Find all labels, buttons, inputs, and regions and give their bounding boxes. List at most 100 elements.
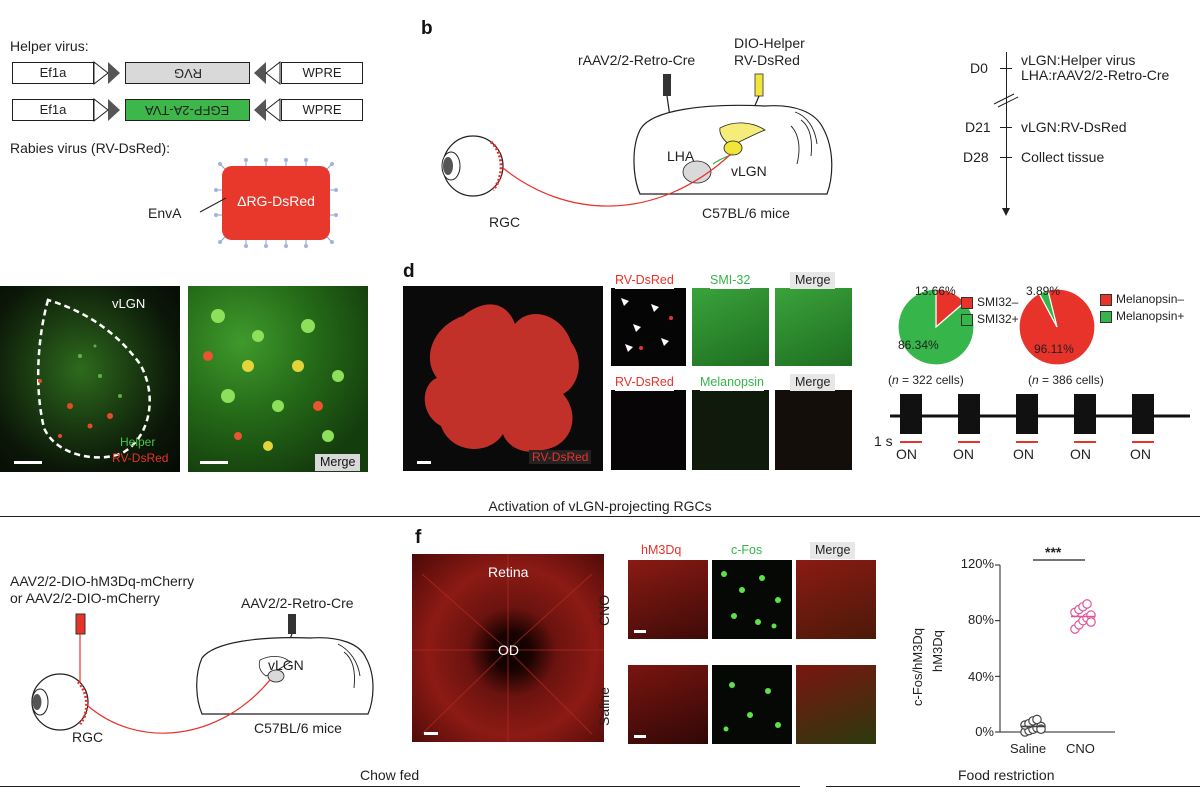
pie-slice-1 [1038, 289, 1058, 328]
eye-injection-label-2: or AAV2/2-DIO-mCherry [10, 590, 160, 606]
virion-label: ΔRG-DsRed [237, 193, 315, 209]
pie2-legend-swatch-red [1100, 294, 1112, 306]
pie1-caption: (n = 322 cells) [888, 373, 964, 387]
pie1-legend-swatch-red [961, 297, 973, 309]
on-label-3: ON [1013, 446, 1034, 462]
pie1-label-major: 86.34% [898, 338, 939, 352]
on-label-2: ON [953, 446, 974, 462]
xtick-saline: Saline [1010, 741, 1047, 756]
on-label-1: ON [896, 446, 917, 462]
smi32-merge-image [775, 288, 852, 366]
retina-od-image: Retina OD [412, 554, 604, 742]
melanopsin-red-image [611, 390, 686, 470]
wpre-box-1: WPRE [281, 62, 363, 84]
chow-fed-rule [0, 786, 800, 787]
retina-vessels [412, 554, 604, 742]
construct-arrows-1b [254, 60, 281, 86]
merge-tag-c: Merge [315, 454, 361, 471]
promoter-box-2: Ef1a [12, 99, 94, 121]
pie1-label-minor: 13.66% [915, 284, 956, 298]
on-label-4: ON [1070, 446, 1091, 462]
scale-bar-f1 [424, 732, 438, 735]
ephys-burst-0 [900, 394, 922, 434]
tag-rvdsred-row1: RV-DsRed [615, 272, 674, 289]
timeline-arrowhead [1002, 208, 1010, 216]
vlgn-zoom-cells [203, 309, 344, 451]
timeline-tick-d28 [1000, 157, 1012, 158]
panel-letter-f: f [415, 527, 422, 548]
tag-smi32: SMI-32 [710, 272, 751, 289]
ephys-burst-3 [1074, 394, 1096, 434]
saline-cfos-cells [723, 682, 781, 732]
food-restriction-rule [826, 786, 1200, 787]
pie1-legend-swatch-green [961, 314, 973, 326]
smi32-green-image [692, 288, 769, 366]
od-label-f: OD [498, 642, 519, 658]
pie1-legend-label-green: SMI32+ [977, 312, 1019, 326]
construct-arrows-2 [93, 97, 120, 123]
saline-merge-image [796, 665, 876, 744]
pie-slice-1 [897, 288, 975, 366]
vlgn-overview-image: vLGN Helper RV-DsRed [0, 286, 180, 472]
construct-arrows-1 [93, 60, 120, 86]
scale-bar-d1 [417, 461, 431, 464]
timeline-day-d21: D21 [965, 119, 991, 135]
mice-label-e: C57BL/6 mice [254, 720, 342, 736]
tag-merge-f: Merge [810, 542, 856, 559]
smi32-red-image [611, 288, 686, 366]
tag-melanopsin: Melanopsin [700, 374, 764, 391]
scatter-point-1-8 [1082, 599, 1092, 609]
timeline-text-d0-2: LHA:rAAV2/2-Retro-Cre [1021, 67, 1170, 83]
cno-hm3dq-image [628, 560, 708, 639]
tag-rvdsred-row2: RV-DsRed [615, 374, 674, 391]
retina-wholemount-image: RV-DsRed [403, 286, 603, 471]
vlgn-region-label: vLGN [112, 296, 146, 311]
scatter-point-1-9 [1086, 617, 1096, 627]
ytick-120: 120% [960, 556, 994, 571]
row-label-cno: CNO [596, 594, 612, 626]
chow-fed-label: Chow fed [360, 767, 420, 783]
scatter-ylabel-top: c-Fos/hM3Dq [910, 627, 925, 706]
helper-virus-title: Helper virus: [10, 38, 89, 54]
pie-chart-melanopsin [1018, 288, 1096, 366]
ytick-80: 80% [967, 612, 994, 627]
section-rule-1 [0, 516, 1200, 517]
cno-cfos-image [712, 560, 792, 639]
rabies-virion [222, 166, 330, 240]
ytick-40: 40% [967, 669, 994, 684]
timeline-axis [1006, 52, 1007, 210]
pie2-legend-label-green: Melanopsin+ [1116, 309, 1185, 323]
panel-letter-b: b [421, 18, 433, 39]
cno-cfos-cells [721, 571, 781, 629]
ephys-burst-4 [1132, 394, 1154, 434]
scale-bar-c1 [14, 461, 42, 464]
rabies-virus-title: Rabies virus (RV-DsRed): [10, 140, 171, 156]
cfos-scatter-chart [995, 559, 1115, 737]
lha-label-b: LHA [667, 148, 695, 164]
pie2-label-major: 96.11% [1034, 342, 1074, 356]
brain-injection-label-e: AAV2/2-Retro-Cre [241, 595, 354, 611]
pie2-caption: (n = 386 cells) [1028, 373, 1104, 387]
timeline-day-d0: D0 [970, 60, 988, 76]
ephys-scale-label: 1 s [874, 433, 893, 449]
smi32-red-arrowheads [621, 298, 673, 352]
rgc-label-e: RGC [72, 729, 104, 745]
pie2-legend-label-red: Melanopsin– [1116, 292, 1185, 306]
timeline-tick-d0 [1000, 68, 1012, 69]
helper-injection-label-1: DIO-Helper [734, 35, 805, 51]
rvdsred-channel-label-c: RV-DsRed [112, 451, 169, 465]
melanopsin-green-image [692, 390, 769, 470]
xtick-cno: CNO [1066, 741, 1095, 756]
scale-bar-c2 [200, 461, 228, 464]
vlgn-label-b: vLGN [731, 163, 767, 179]
syringe-eye-icon [75, 613, 86, 684]
timeline-text-d28: Collect tissue [1021, 149, 1105, 165]
construct-arrows-2b [254, 97, 281, 123]
envelope-pointer [199, 197, 227, 213]
pie-chart-smi32 [897, 288, 975, 366]
row-label-saline: Saline [596, 687, 612, 726]
cno-merge-image [796, 560, 876, 639]
saline-hm3dq-image [628, 665, 708, 744]
melanopsin-merge-image [775, 390, 852, 470]
gene-box-egfp: EGFP-2A-TVA [125, 99, 250, 121]
